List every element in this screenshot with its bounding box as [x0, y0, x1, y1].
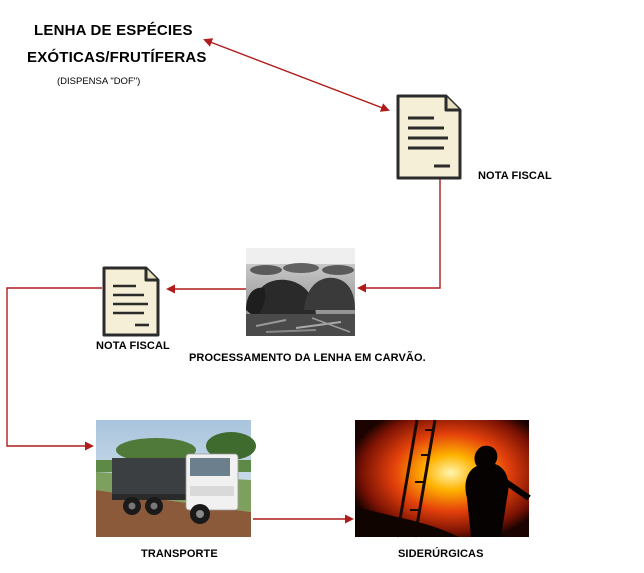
title-line-2: EXÓTICAS/FRUTÍFERAS [27, 49, 207, 66]
document-icon [102, 266, 160, 337]
label-nota-fiscal-1: NOTA FISCAL [478, 170, 552, 182]
label-transporte: TRANSPORTE [141, 548, 218, 560]
document-icon [396, 94, 462, 180]
charcoal-kiln-photo [246, 248, 355, 336]
arrow-nota-fiscal-to-processamento [357, 178, 441, 293]
label-siderurgicas: SIDERÚRGICAS [398, 548, 484, 560]
title-line-1: LENHA DE ESPÉCIES [34, 22, 193, 39]
truck-photo [96, 420, 256, 537]
arrow-nota-fiscal-to-transporte [6, 287, 102, 451]
label-processamento: PROCESSAMENTO DA LENHA EM CARVÃO. [189, 352, 426, 364]
label-nota-fiscal-2: NOTA FISCAL [96, 340, 170, 352]
arrow-header-to-nota-fiscal [203, 38, 390, 112]
steelworker-photo [355, 419, 531, 538]
subtitle: (DISPENSA "DOF") [57, 76, 141, 87]
